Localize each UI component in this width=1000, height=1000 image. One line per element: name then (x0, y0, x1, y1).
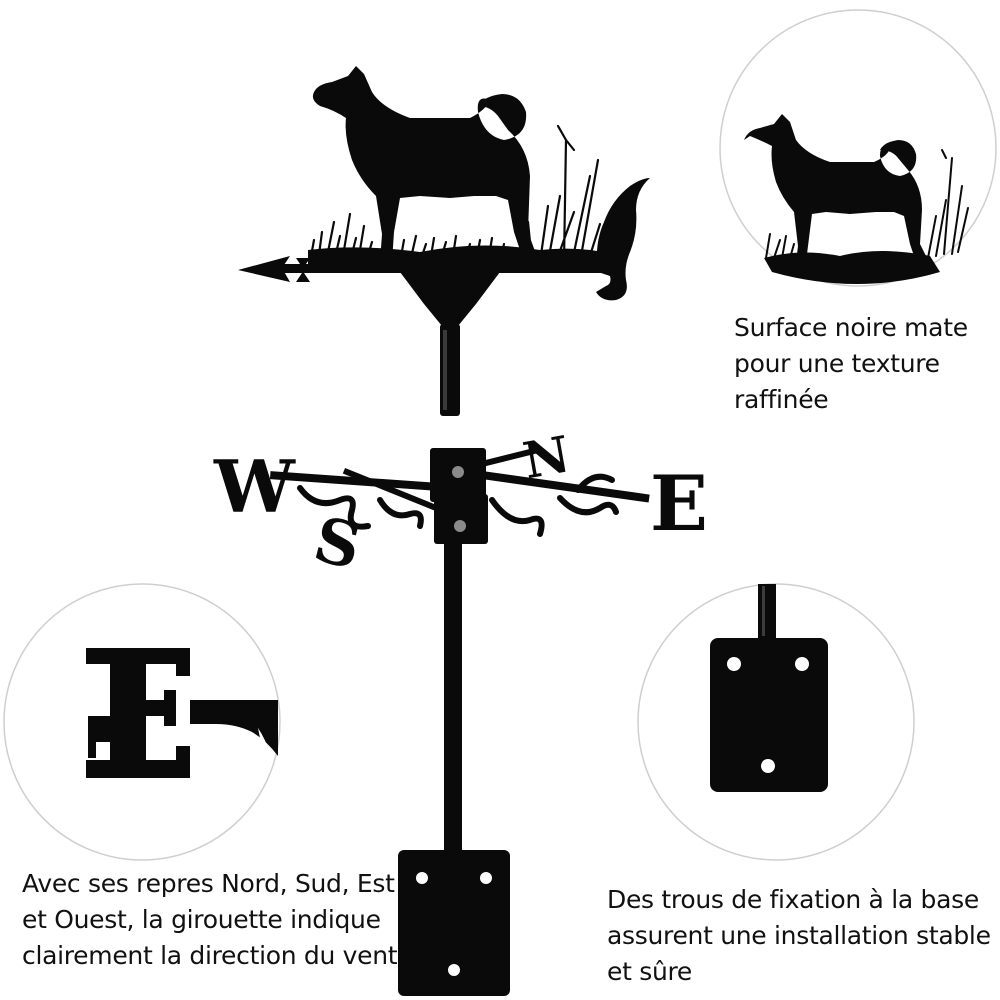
caption-compass-line-3: clairement la direction du vent (22, 941, 398, 970)
compass-letter-south: S (307, 502, 368, 584)
arrow-pointer-icon (238, 256, 290, 282)
compass-letter-east: E (650, 459, 708, 548)
caption-surface-line-3: raffinée (734, 385, 829, 414)
caption-surface-line-1: Surface noire mate (734, 313, 968, 342)
caption-holes-line-1: Des trous de fixation à la base (607, 885, 979, 914)
mounting-plate-icon (398, 850, 510, 996)
caption-surface-line-2: pour une texture (734, 349, 940, 378)
caption-compass: Avec ses repres Nord, Sud, Est et Ouest,… (22, 866, 398, 974)
caption-holes-line-3: et sûre (607, 957, 693, 986)
fox-tail-vane-icon (596, 178, 650, 301)
caption-holes: Des trous de fixation à la base assurent… (607, 882, 991, 990)
detail-circle-holes (637, 583, 915, 861)
compass-letter-west: W (213, 444, 296, 529)
compass-letter-north: N (519, 424, 574, 490)
detail-circle-surface (719, 9, 997, 287)
caption-compass-line-2: et Ouest, la girouette indique (22, 905, 381, 934)
weathervane (238, 66, 650, 996)
dog-silhouette-icon (312, 66, 536, 262)
caption-surface: Surface noire mate pour une texture raff… (734, 310, 968, 418)
detail-circle-compass (3, 583, 281, 861)
caption-holes-line-2: assurent une installation stable (607, 921, 991, 950)
caption-compass-line-1: Avec ses repres Nord, Sud, Est (22, 869, 395, 898)
